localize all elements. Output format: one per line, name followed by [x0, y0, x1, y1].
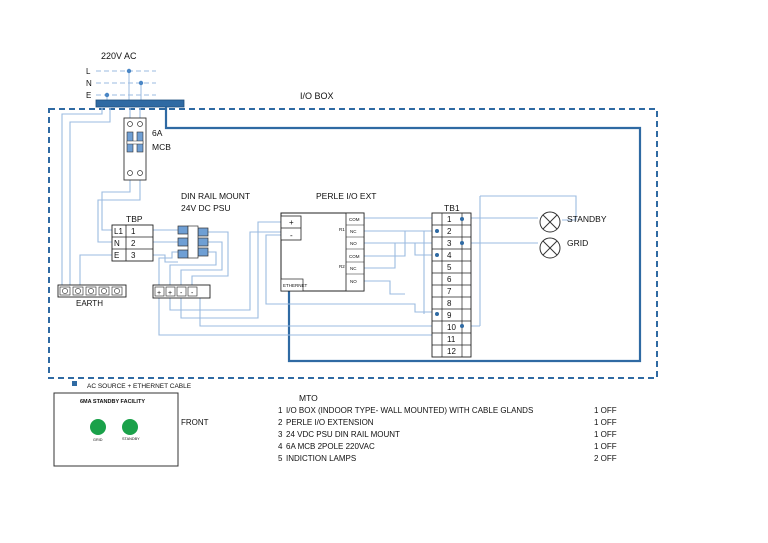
mto-item-quantity: 2 OFF	[594, 454, 617, 463]
line-label-n: N	[86, 79, 92, 88]
earth-label: EARTH	[76, 299, 103, 308]
cable-gland-icon	[72, 381, 77, 386]
perle-title: PERLE I/O EXT	[316, 191, 376, 201]
ethernet-port-label: ETHERNET	[283, 283, 308, 288]
tb1-terminal-number: 9	[447, 311, 452, 320]
psu-terminal-strip: + + - -	[152, 284, 211, 299]
cable-label: AC SOURCE + ETHERNET CABLE	[87, 383, 192, 390]
mto-item-number: 2	[278, 418, 283, 427]
mto-item-quantity: 1 OFF	[594, 418, 617, 427]
tbp-title: TBP	[126, 214, 143, 224]
standby-indicator-label: STANDBY	[122, 437, 140, 441]
mto-item-description: 24 VDC PSU DIN RAIL MOUNT	[286, 430, 400, 439]
mto-item-description: INDICTION LAMPS	[286, 454, 356, 463]
front-panel-title: 6MA STANDBY FACILITY	[80, 399, 145, 405]
io-box-outline	[48, 108, 658, 379]
supply-title: 220V AC	[101, 51, 137, 61]
tb1-terminal-number: 11	[447, 335, 456, 344]
tb1-terminal-number: 12	[447, 347, 456, 356]
relay-label: NC	[350, 266, 357, 271]
mcb-label: MCB	[152, 142, 171, 152]
relay-label: NO	[350, 279, 357, 284]
tbp-row-num: 3	[131, 251, 136, 260]
junction-dot	[138, 80, 144, 86]
tb1-dots	[435, 217, 464, 328]
relay-label: COM	[349, 217, 360, 222]
mto-item-number: 3	[278, 430, 283, 439]
standby-indicator-icon	[122, 419, 138, 435]
grid-indicator-label: GRID	[93, 438, 103, 442]
mto-item-quantity: 1 OFF	[594, 430, 617, 439]
mcb-breaker	[123, 117, 147, 181]
perle-module: + - COM NC NO COM NC NO R1 R2 ETHERNET	[280, 212, 365, 292]
mto-item-number: 1	[278, 406, 283, 415]
junction-dot	[126, 68, 132, 74]
psu-terminal-label: +	[168, 290, 172, 297]
tb1-terminal-number: 10	[447, 323, 456, 332]
tb1-terminal-number: 7	[447, 287, 452, 296]
tbp-row-num: 2	[131, 239, 136, 248]
mto-item-description: PERLE I/O EXTENSION	[286, 418, 374, 427]
lamp-grid-label: GRID	[567, 238, 588, 248]
io-box-title: I/O BOX	[300, 91, 334, 101]
front-label: FRONT	[181, 418, 209, 427]
psu-terminal-label: -	[191, 290, 194, 297]
junction-dot	[104, 92, 110, 98]
line-label-l: L	[86, 67, 91, 76]
relay-label: NC	[350, 229, 357, 234]
lamp-standby	[539, 211, 561, 233]
lamp-grid	[539, 237, 561, 259]
relay-label: NO	[350, 241, 357, 246]
tbp-row-name: L1	[114, 227, 123, 236]
tb1-title: TB1	[444, 203, 460, 213]
tb1-terminal-number: 8	[447, 299, 452, 308]
tb1-terminal-number: 4	[447, 251, 452, 260]
mto-item-quantity: 1 OFF	[594, 406, 617, 415]
earth-bar	[57, 284, 127, 298]
tbp-row-num: 1	[131, 227, 136, 236]
psu-terminal-label: +	[157, 290, 161, 297]
tbp-row-name: E	[114, 251, 119, 260]
psu-terminal-label: -	[180, 290, 183, 297]
tb1-terminal-number: 5	[447, 263, 452, 272]
mto-item-number: 5	[278, 454, 283, 463]
bus-bar	[95, 99, 185, 108]
lamp-standby-label: STANDBY	[567, 214, 607, 224]
tb1-terminal-number: 2	[447, 227, 452, 236]
mto-item-description: I/O BOX (INDOOR TYPE- WALL MOUNTED) WITH…	[286, 406, 533, 415]
mcb-rating: 6A	[152, 128, 163, 138]
relay-r1: R1	[339, 227, 345, 232]
relay-r2: R2	[339, 264, 345, 269]
tb1-terminal-number: 1	[447, 215, 452, 224]
mto-title: MTO	[299, 393, 318, 403]
relay-label: COM	[349, 254, 360, 259]
psu-title-line2: 24V DC PSU	[181, 203, 231, 213]
main-supply-wire	[164, 107, 642, 363]
perle-plus: +	[289, 218, 294, 227]
line-label-e: E	[86, 91, 91, 100]
grid-indicator-icon	[90, 419, 106, 435]
psu-title-line1: DIN RAIL MOUNT	[181, 191, 250, 201]
mto-item-quantity: 1 OFF	[594, 442, 617, 451]
perle-minus: -	[290, 231, 293, 240]
supply-section: 220V AC L N E	[86, 51, 156, 100]
psu-block	[177, 225, 209, 259]
mto-item-description: 6A MCB 2POLE 220VAC	[286, 442, 375, 451]
tb1-terminal-number: 6	[447, 275, 452, 284]
tbp-row-name: N	[114, 239, 120, 248]
light-wiring	[61, 107, 577, 336]
tb1-terminal-number: 3	[447, 239, 452, 248]
front-panel: 6MA STANDBY FACILITY GRID STANDBY	[53, 392, 179, 467]
mto-item-number: 4	[278, 442, 283, 451]
tbp-block: L1 N E 1 2 3	[111, 224, 154, 262]
